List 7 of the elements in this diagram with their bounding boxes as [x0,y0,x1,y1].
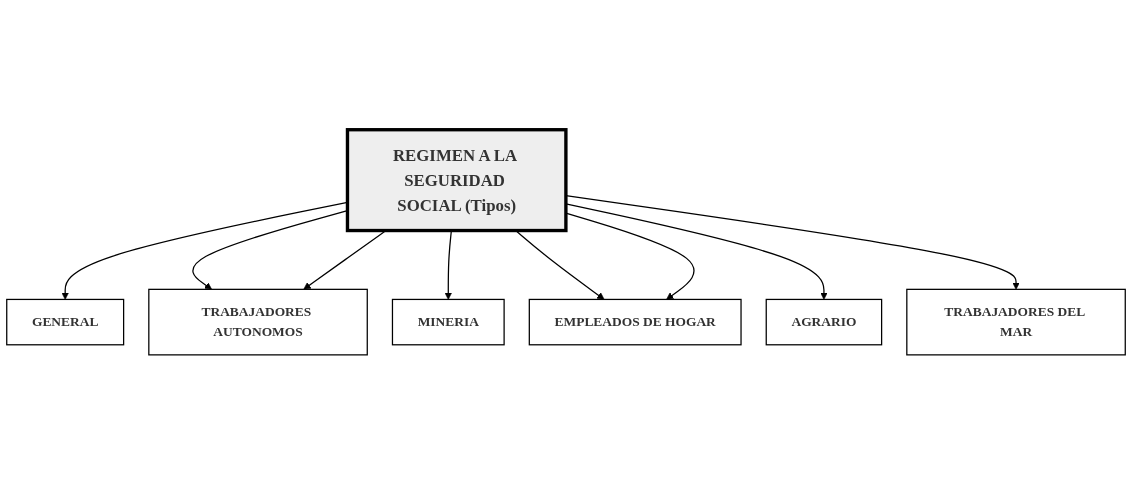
node-box: MINERIA [391,298,505,346]
node-box: TRABAJADORES DEL MAR [906,288,1126,356]
node-box: GENERAL [6,298,125,346]
node-box: AGRARIO [765,298,883,346]
node-box: EMPLEADOS DE HOGAR [528,298,742,346]
node-box: TRABAJADORES AUTONOMOS [148,288,368,356]
node-box: REGIMEN A LA SEGURIDAD SOCIAL (Tipos) [345,127,568,232]
